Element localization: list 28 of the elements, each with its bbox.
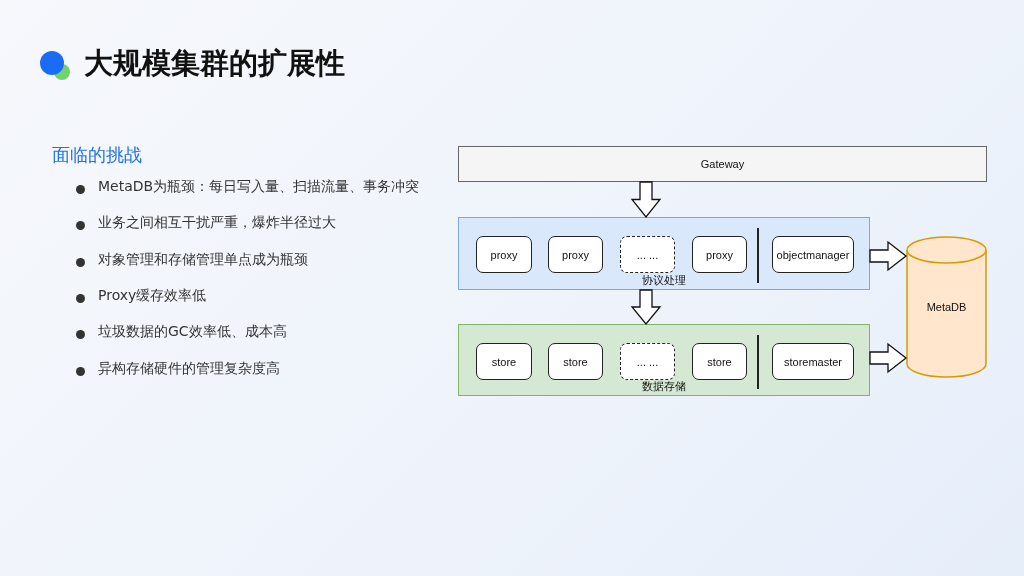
block-arrow bbox=[630, 289, 662, 326]
bullet-text: 业务之间相互干扰严重，爆炸半径过大 bbox=[98, 214, 336, 233]
service-box: proxy bbox=[692, 236, 747, 273]
block-arrow bbox=[869, 240, 908, 272]
gateway-box: Gateway bbox=[458, 146, 987, 182]
bullet-text: Proxy缓存效率低 bbox=[98, 286, 207, 305]
bullet-text: 垃圾数据的GC效率低、成本高 bbox=[98, 323, 287, 342]
layer-band bbox=[458, 324, 870, 396]
service-box: store bbox=[476, 343, 532, 380]
layer-label: 数据存储 bbox=[641, 379, 687, 394]
manager-box: objectmanager bbox=[772, 236, 854, 273]
service-box: store bbox=[548, 343, 603, 380]
bullet-text: 异构存储硬件的管理复杂度高 bbox=[98, 359, 280, 378]
bullet-text: 对象管理和存储管理单点成为瓶颈 bbox=[98, 250, 308, 269]
section-heading: 面临的挑战 bbox=[52, 143, 142, 167]
layer-label: 协议处理 bbox=[641, 273, 687, 288]
bullet-text: MetaDB为瓶颈：每日写入量、扫描流量、事务冲突 bbox=[98, 178, 420, 196]
title: 大规模集群的扩展性 bbox=[84, 45, 345, 82]
block-arrow bbox=[630, 181, 662, 219]
service-box: store bbox=[692, 343, 747, 380]
service-box: proxy bbox=[476, 236, 532, 273]
database-cylinder: MetaDB bbox=[906, 236, 987, 378]
manager-box: storemaster bbox=[772, 343, 854, 380]
block-arrow bbox=[869, 342, 908, 374]
layer-band bbox=[458, 217, 870, 290]
placeholder-box: ... ... bbox=[620, 236, 675, 273]
service-box: proxy bbox=[548, 236, 603, 273]
placeholder-box: ... ... bbox=[620, 343, 675, 380]
